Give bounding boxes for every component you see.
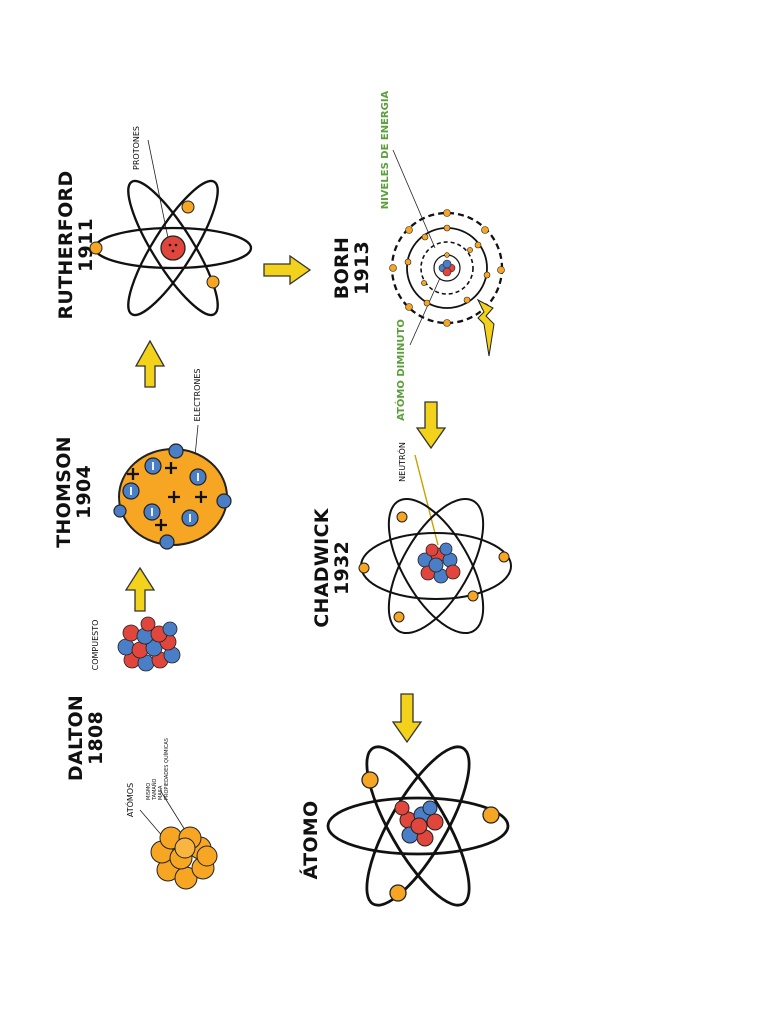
chadwick-nucleus — [417, 542, 461, 584]
dalton-caption-text: ATÓMOS — [124, 783, 135, 817]
chadwick-caption-text: NEUTRÓN — [396, 442, 407, 482]
dalton-caption: ATÓMOS — [124, 783, 135, 817]
dalton-note-2: TAMAÑO — [151, 778, 158, 801]
atomo-label: ÁTOMO — [299, 801, 322, 880]
rutherford-caption-text: PROTONES — [132, 126, 141, 170]
bohr-nucleus — [438, 259, 456, 277]
bohr-name: BORH — [331, 237, 353, 299]
rutherford-caption-line — [147, 139, 169, 239]
arrow-bohr-to-chadwick — [415, 401, 447, 450]
rutherford-caption: PROTONES — [132, 126, 141, 170]
bohr-caption-top-text: NIVELES DE ENERGIA — [380, 90, 391, 209]
compuesto-caption-text: COMPUESTO — [91, 620, 100, 671]
dalton-sphere-cluster — [150, 826, 218, 890]
arrow-dalton-to-thomson — [124, 566, 156, 612]
thomson-minus-signs — [130, 462, 199, 522]
thomson-plus-signs — [127, 462, 207, 531]
dalton-name: DALTON — [65, 695, 87, 781]
compuesto-molecule — [117, 616, 181, 672]
arrow-rutherford-to-bohr — [263, 254, 312, 286]
thomson-caption-text: ELECTRONES — [193, 368, 202, 421]
dalton-year: 1808 — [85, 711, 107, 765]
atomo-electrons — [361, 771, 500, 902]
chadwick-caption-line — [414, 454, 439, 546]
thomson-year: 1904 — [73, 465, 95, 519]
rutherford-nucleus — [160, 235, 186, 261]
rutherford-year: 1911 — [75, 218, 97, 272]
dalton-label: DALTON 1808 — [65, 695, 107, 781]
bohr-caption-bottom: ATÓMO DIMINUTO — [394, 319, 407, 421]
bohr-photon-emission — [476, 298, 495, 357]
bohr-label: BORH 1913 — [331, 237, 373, 299]
chadwick-electrons — [358, 511, 510, 623]
bohr-caption-top-line — [392, 149, 436, 249]
atomo-name: ÁTOMO — [299, 801, 322, 880]
atomo-nucleus — [394, 800, 444, 847]
arrow-chadwick-to-atomo — [391, 693, 423, 744]
compuesto-caption: COMPUESTO — [91, 620, 100, 671]
bohr-caption-bottom-text: ATÓMO DIMINUTO — [394, 319, 407, 421]
bohr-caption-top: NIVELES DE ENERGIA — [380, 90, 391, 209]
bohr-year: 1913 — [351, 241, 373, 295]
thomson-name: THOMSON — [53, 436, 75, 548]
bohr-electrons — [389, 209, 505, 327]
chadwick-label: CHADWICK 1932 — [311, 507, 353, 627]
rutherford-electrons — [89, 200, 220, 289]
rutherford-name: RUTHERFORD — [55, 170, 77, 319]
chadwick-name: CHADWICK — [311, 507, 333, 627]
dalton-notes-line — [159, 789, 186, 831]
thomson-label: THOMSON 1904 — [53, 436, 95, 548]
dalton-note-1: MISMO — [146, 783, 152, 800]
thomson-caption: ELECTRONES — [193, 368, 202, 421]
atomo-orbits — [326, 745, 510, 907]
chadwick-year: 1932 — [331, 541, 353, 595]
dalton-note-3: MASA — [158, 785, 164, 800]
arrow-thomson-to-rutherford — [134, 339, 166, 388]
dalton-notes: MISMO TAMAÑO MASA PROPIEDADES QUÍMICAS — [146, 738, 170, 801]
thomson-plum-pudding-model — [113, 443, 232, 550]
bohr-caption-bottom-line — [409, 277, 441, 346]
dalton-note-4: PROPIEDADES QUÍMICAS — [163, 738, 170, 800]
rutherford-label: RUTHERFORD 1911 — [55, 170, 97, 319]
chadwick-caption: NEUTRÓN — [396, 442, 407, 482]
